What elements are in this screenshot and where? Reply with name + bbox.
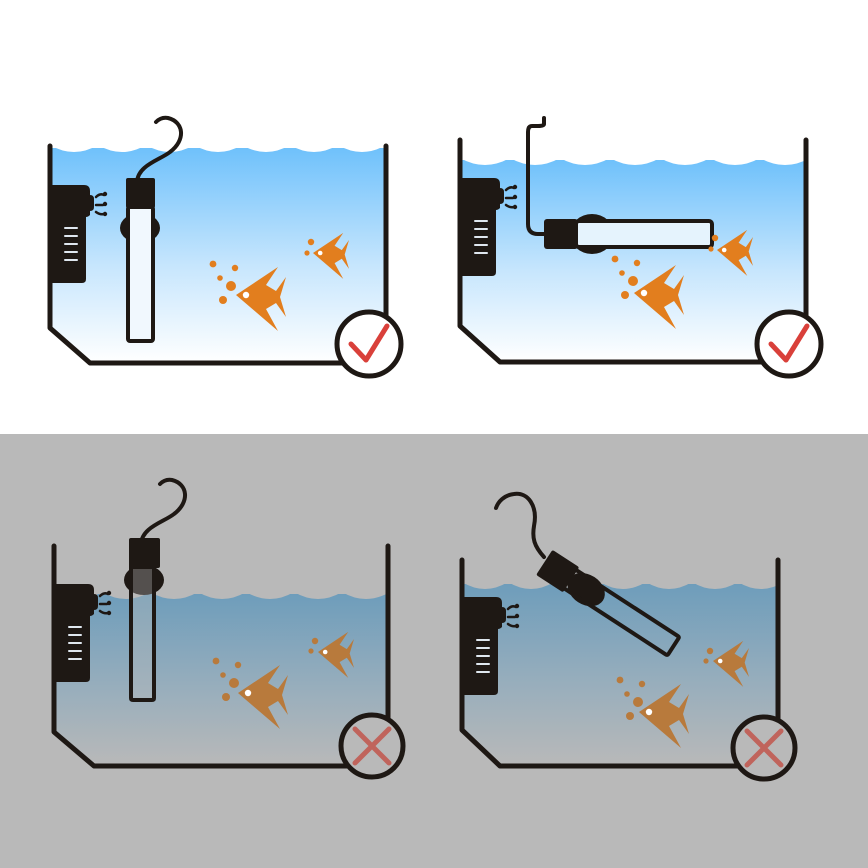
cross-mark-icon [338,712,406,780]
fish-icon [616,640,749,748]
cross-mark-icon [730,714,798,782]
check-mark-icon [754,309,824,379]
fish-icon [212,631,354,729]
panel-bottom-right-incorrect [459,491,798,782]
panel-bottom-left-incorrect [51,477,406,780]
tank-outline [47,143,389,366]
heater-icon [120,115,183,343]
panel-top-left-correct [47,115,404,379]
heater-icon [536,550,681,657]
water [460,140,810,362]
heater-icon [526,116,714,254]
heater-icon [124,477,187,702]
heater-cord [494,491,546,559]
fish-icon [611,229,753,329]
tank-outline [51,543,391,769]
panel-top-right-correct [457,116,824,379]
fish-icon [209,232,349,331]
tank-outline [459,557,781,769]
check-mark-icon [334,309,404,379]
tank-outline [457,137,809,365]
